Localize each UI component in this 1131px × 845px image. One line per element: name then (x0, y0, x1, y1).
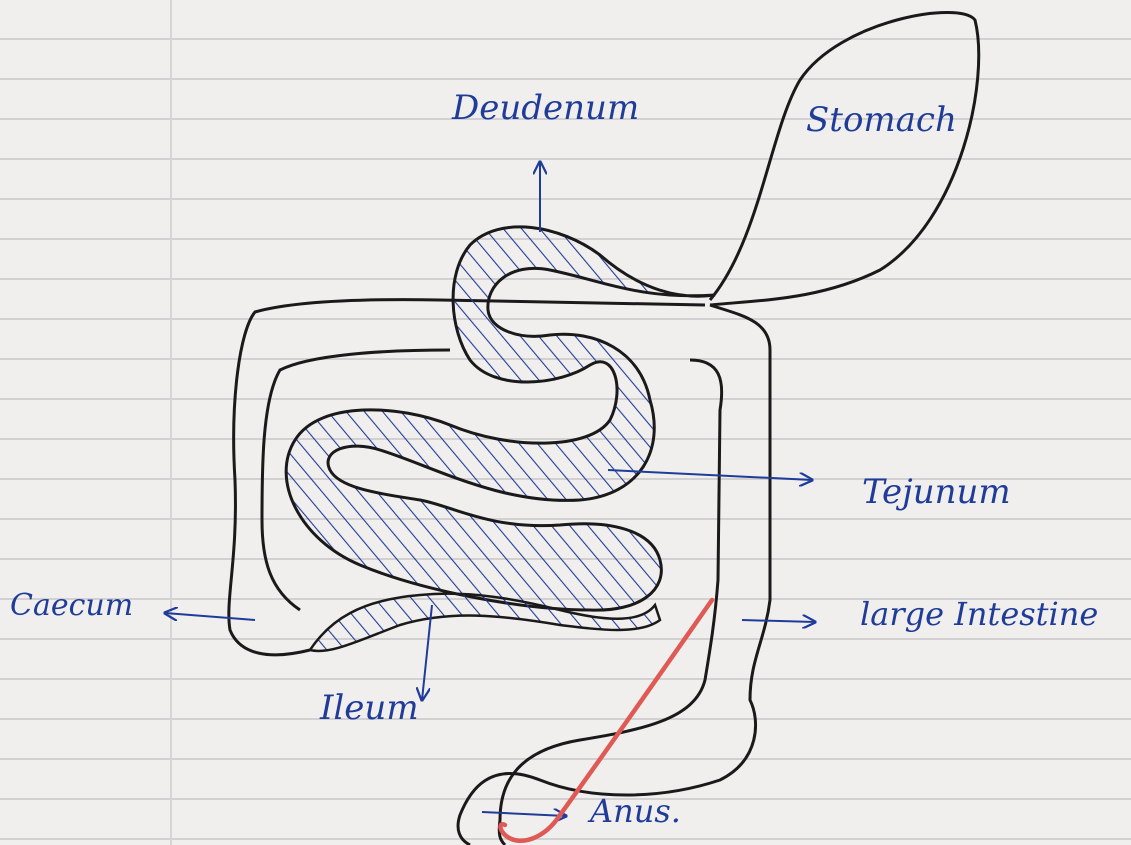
label-stomach: Stomach (806, 100, 957, 140)
label-anus: Anus. (590, 792, 681, 830)
label-duodenum: Deudenum (452, 88, 639, 128)
large-intestine-arrow (742, 620, 815, 622)
label-large-intestine: large Intestine (860, 595, 1098, 633)
label-ileum: Ileum (320, 688, 419, 728)
label-jejunum: Tejunum (862, 472, 1011, 512)
anus-arrow (482, 812, 566, 816)
stomach-outline (710, 13, 979, 306)
small-intestine-coil (286, 227, 715, 610)
label-caecum: Caecum (10, 588, 133, 623)
caecum-arrow (165, 613, 255, 620)
